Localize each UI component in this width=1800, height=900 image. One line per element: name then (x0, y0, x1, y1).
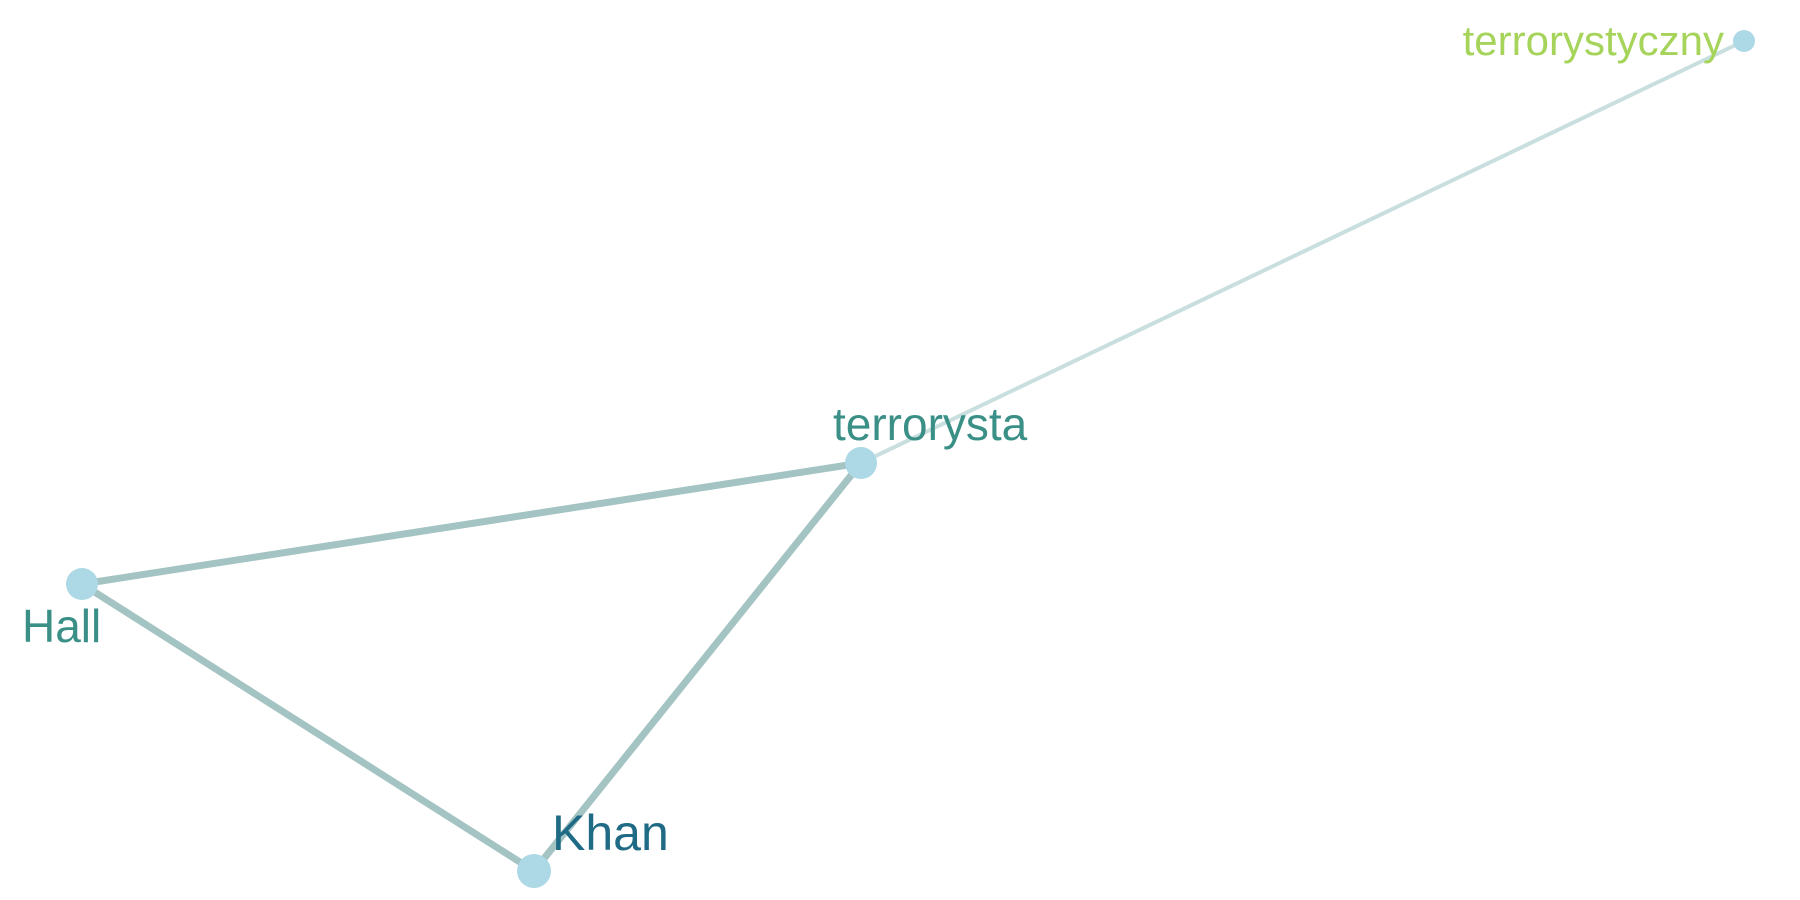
label-terrorysta: terrorysta (833, 398, 1028, 450)
label-terrorystyczny: terrorystyczny (1463, 17, 1724, 64)
node-terrorystyczny[interactable] (1733, 30, 1755, 52)
node-khan[interactable] (517, 854, 551, 888)
labels-layer: terrorysta Hall Khan terrorystyczny (22, 17, 1724, 861)
edge-hall-khan (78, 580, 538, 875)
label-hall: Hall (22, 600, 101, 652)
node-hall[interactable] (66, 568, 98, 600)
edge-hall-terrorysta (78, 459, 865, 588)
edge-terrorysta-terrorystyczny (859, 39, 1746, 465)
edge-khan-terrorysta (530, 459, 865, 875)
nodes-layer (66, 30, 1755, 888)
node-terrorysta[interactable] (845, 447, 877, 479)
label-khan: Khan (552, 805, 669, 861)
edges-layer (78, 39, 1746, 875)
